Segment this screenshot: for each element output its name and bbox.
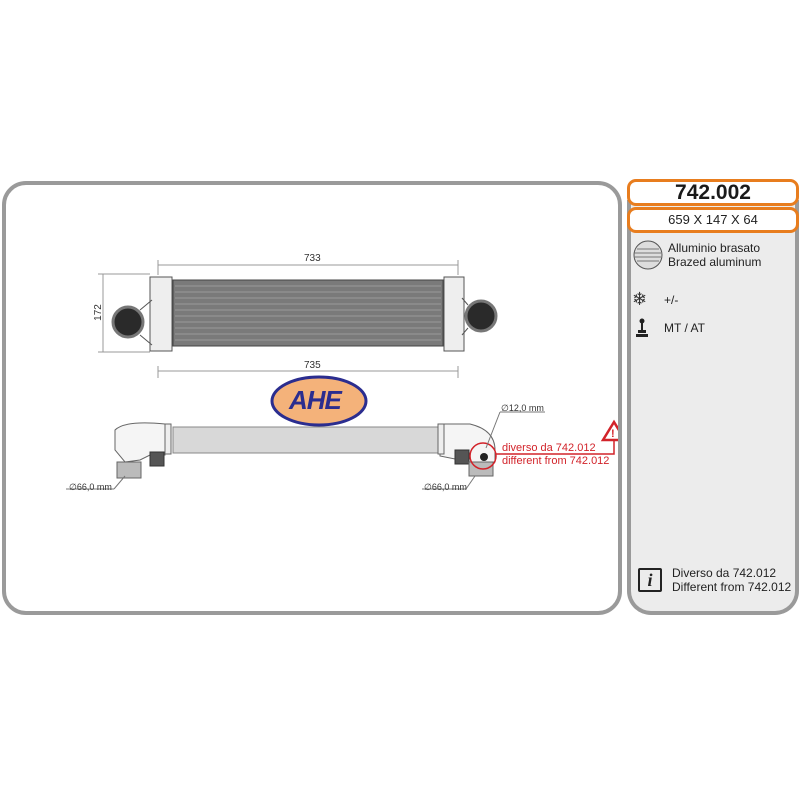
diameter-small-label: ∅12,0 mm: [501, 403, 544, 413]
transmission-value: MT / AT: [664, 321, 705, 335]
info-icon: i: [638, 568, 662, 592]
brazed-core-icon: [633, 240, 663, 270]
transmission-row: MT / AT: [632, 318, 705, 338]
warning-text-en: different from 742.012: [502, 455, 610, 467]
diameter-right-label: ∅66,0 mm: [424, 482, 467, 492]
svg-text:!: !: [611, 428, 615, 440]
ac-value: +/-: [664, 292, 679, 307]
intercooler-drawing: !: [66, 260, 618, 490]
note-en: Different from 742.012: [672, 580, 792, 594]
material-row: Alluminio brasato Brazed aluminum: [632, 239, 761, 271]
note-row: i Diverso da 742.012 Different from 742.…: [632, 566, 791, 594]
product-dimensions: 659 X 147 X 64: [627, 207, 799, 233]
width-bottom-label: 735: [304, 360, 321, 371]
snowflake-icon: ❄: [632, 289, 648, 309]
spec-panel: [627, 200, 799, 615]
drawing-panel: ! 733 172 735 AHE ∅12,0 mm ∅66,0 mm ∅66,…: [2, 181, 622, 615]
product-code: 742.002: [627, 179, 799, 206]
ahe-logo: AHE: [289, 385, 342, 415]
height-label: 172: [92, 304, 104, 321]
note-it: Diverso da 742.012: [672, 566, 777, 580]
material-it: Alluminio brasato: [668, 241, 761, 255]
warning-text-it: diverso da 742.012: [502, 442, 596, 454]
width-top-label: 733: [304, 253, 321, 264]
material-en: Brazed aluminum: [668, 255, 762, 269]
gear-shifter-icon: [636, 318, 648, 337]
diameter-left-label: ∅66,0 mm: [69, 482, 112, 492]
ac-row: ❄ +/-: [632, 289, 678, 310]
